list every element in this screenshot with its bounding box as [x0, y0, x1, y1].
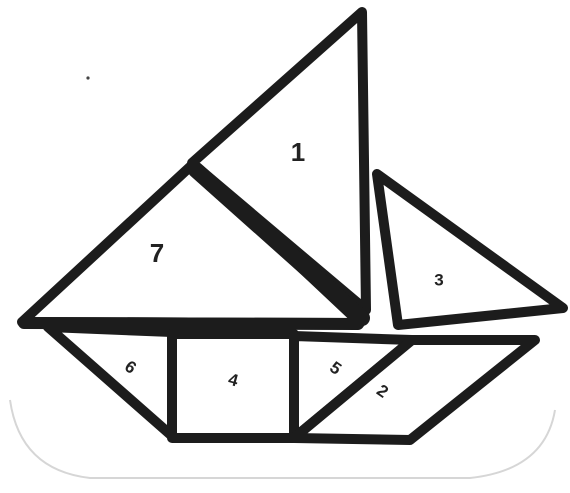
tangram-piece-3: [377, 174, 563, 325]
paper-speck: [86, 76, 89, 79]
tangram-piece-6: [48, 327, 172, 436]
piece-label-1: 1: [291, 137, 305, 167]
piece-label-7: 7: [150, 238, 164, 268]
piece-label-3: 3: [434, 270, 443, 289]
seam-hull-deck: [24, 323, 358, 324]
